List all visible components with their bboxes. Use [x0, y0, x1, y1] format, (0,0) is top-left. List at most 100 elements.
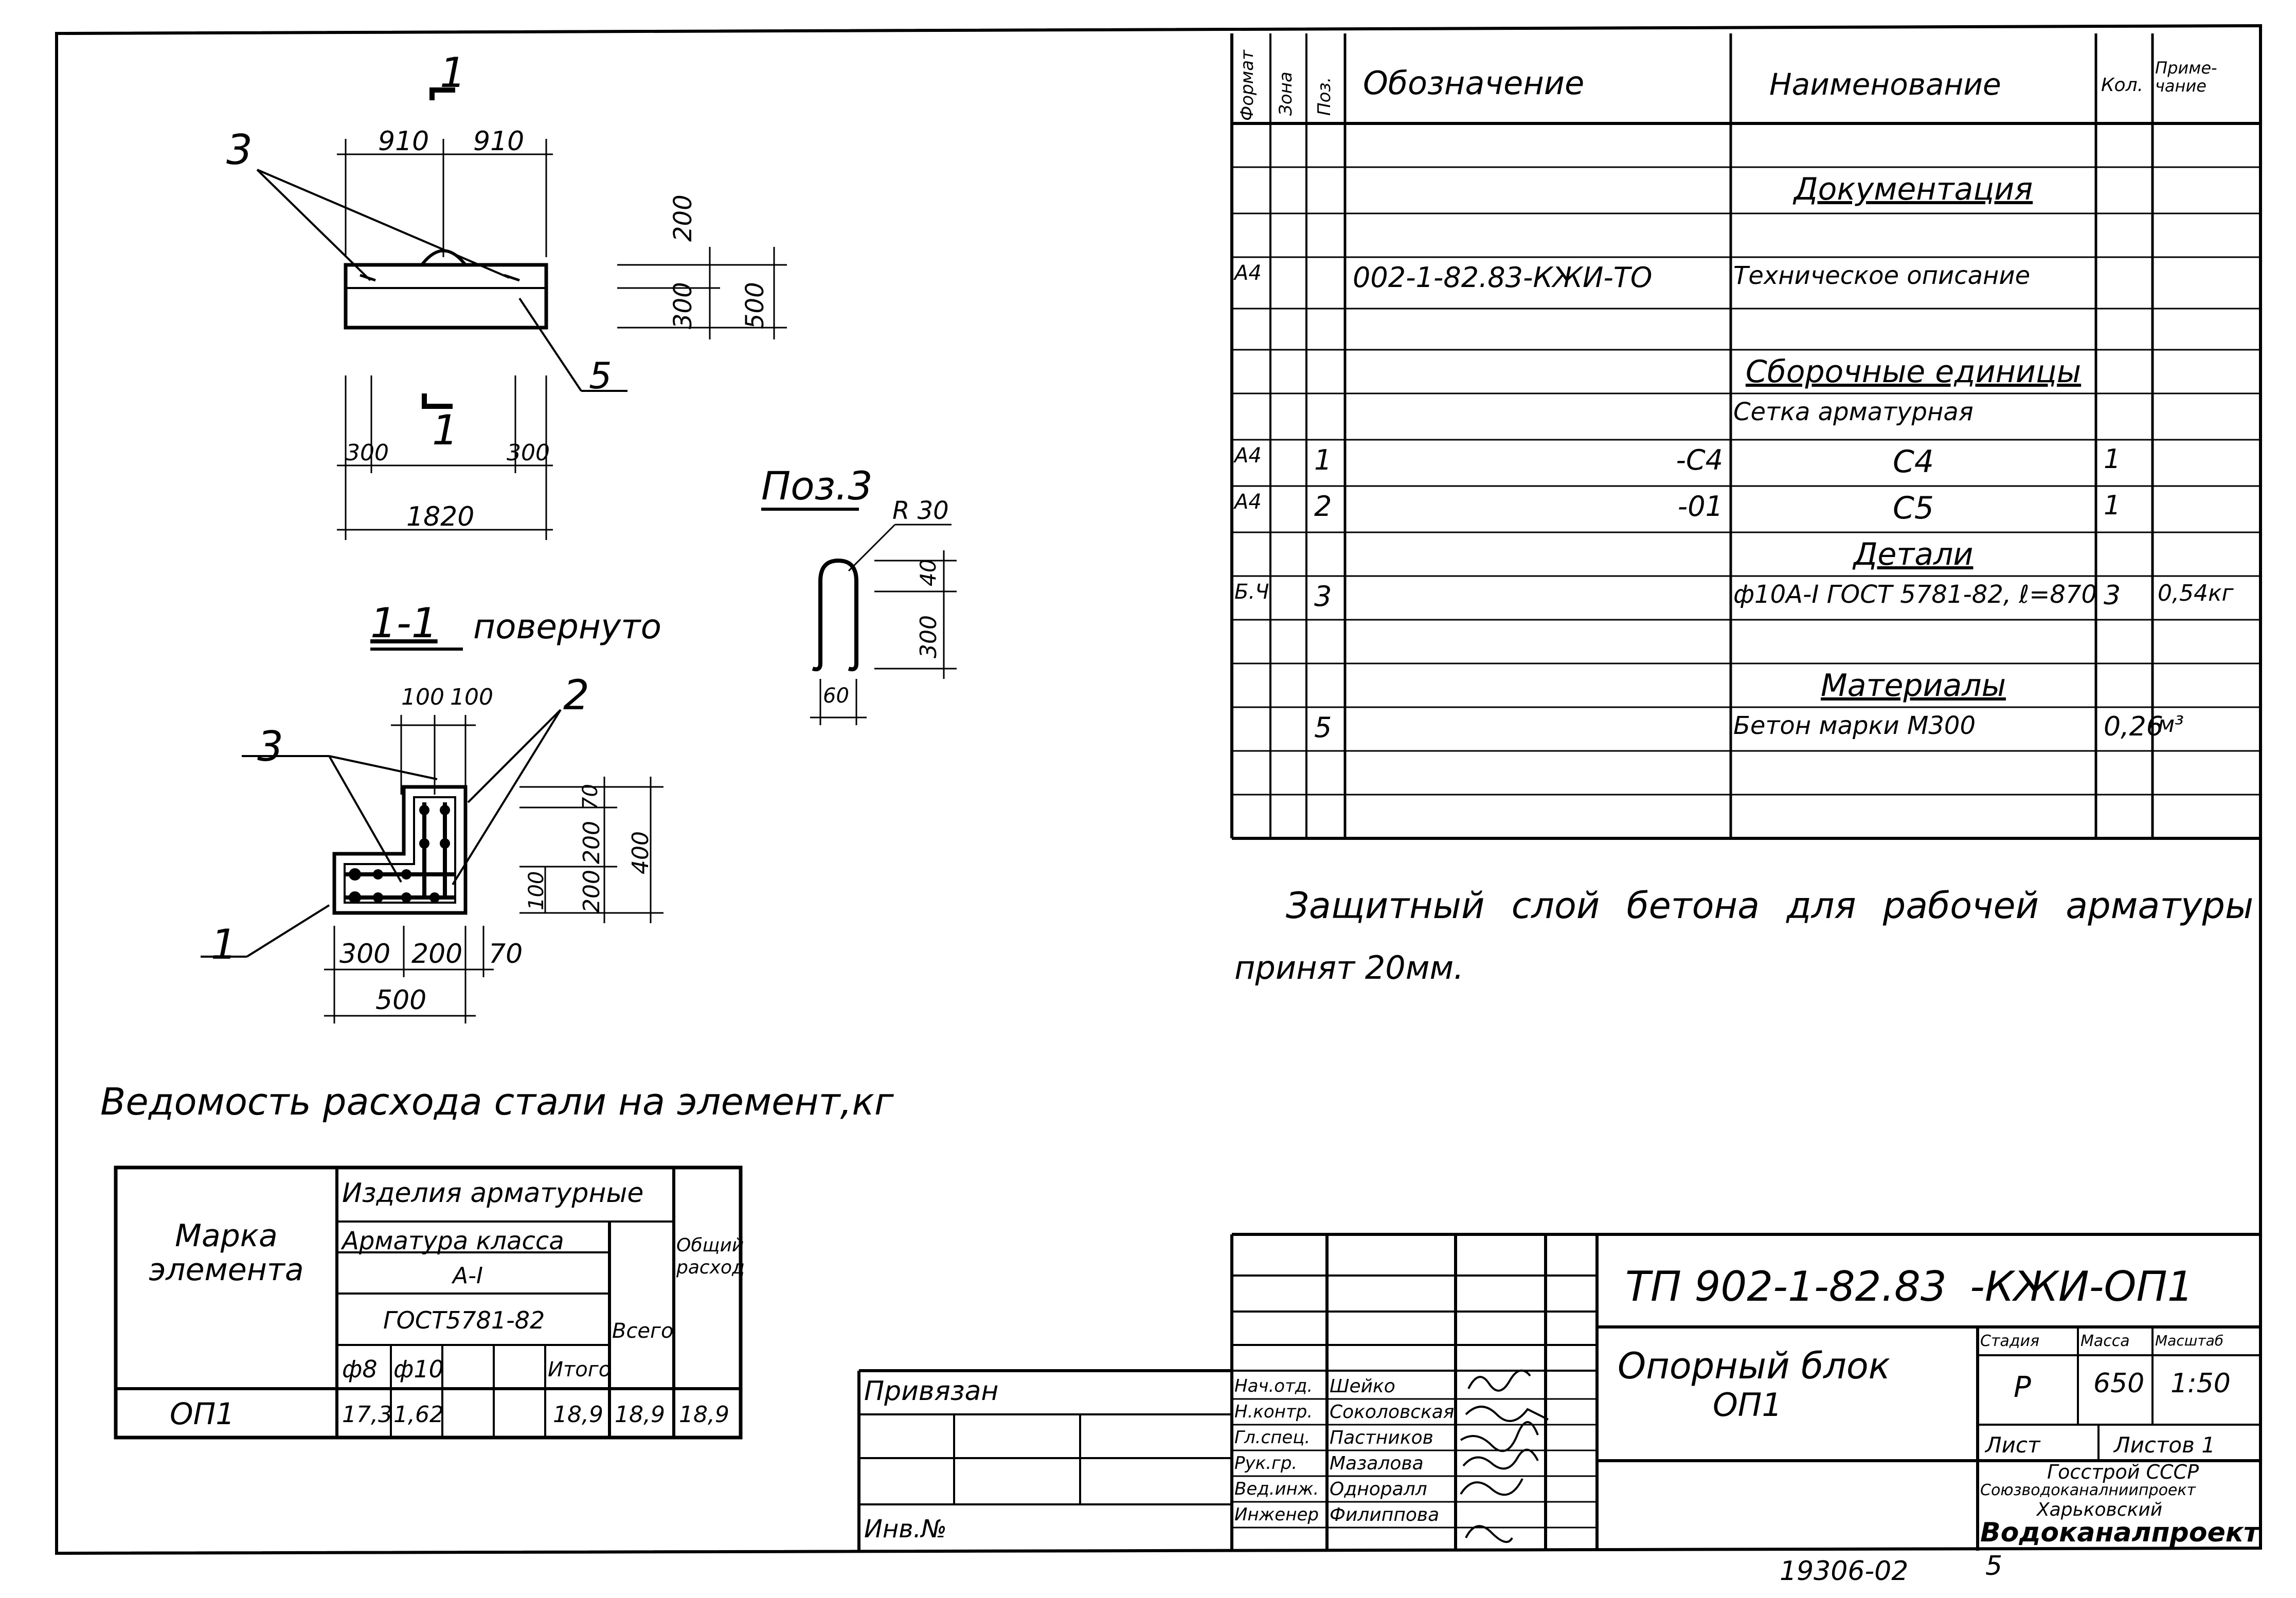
- spec-header-qty: Кол.: [2101, 75, 2144, 96]
- section-dim-r4: 100: [525, 871, 548, 910]
- plan-dim-left: 910: [378, 126, 429, 157]
- spec-cell-designation: -С4: [1676, 444, 1723, 476]
- steel-row-general: 18,9: [679, 1402, 729, 1428]
- spec-header-pos: Поз.: [1314, 77, 1335, 116]
- section-title-suffix: повернуто: [473, 607, 661, 647]
- spec-cell-pos: 2: [1314, 490, 1332, 523]
- stamp-code-suffix: -КЖИ-ОП1: [1970, 1263, 2194, 1310]
- stamp-role: Н.контр.: [1234, 1402, 1313, 1422]
- spec-cell-name: С4: [1892, 444, 1934, 480]
- spec-cell-format: А4: [1234, 490, 1262, 514]
- plan-dim-h2: 300: [669, 282, 697, 329]
- stamp-org-3: Харьковский: [2037, 1499, 2163, 1520]
- steel-col-total: Всего: [612, 1319, 674, 1343]
- section-label-3: 3: [257, 723, 283, 770]
- spec-header-zone: Зона: [1276, 71, 1296, 116]
- footer-number: 19306-02: [1780, 1556, 1909, 1587]
- stamp-name: Филиппова: [1330, 1504, 1440, 1525]
- section-title: 1-1: [370, 599, 438, 647]
- spec-cell-designation: -01: [1677, 490, 1723, 523]
- section-dim-b-total: 500: [375, 985, 427, 1016]
- section-dim-top-a: 100: [401, 684, 444, 710]
- spec-cell-qty: 3: [2104, 580, 2121, 611]
- stamp-org-4: Водоканалпроект: [1980, 1517, 2259, 1548]
- spec-cell-name: Техническое описание: [1733, 261, 2031, 290]
- section-dim-b3: 70: [489, 939, 523, 969]
- spec-cell-qty: 1: [2104, 444, 2121, 475]
- spec-cell-pos: 1: [1314, 444, 1332, 476]
- spec-header-note: Приме-чание: [2155, 58, 2217, 96]
- plan-dim-total-h: 500: [741, 282, 769, 329]
- steel-col-itogo: Итого: [548, 1358, 612, 1381]
- steel-col-d8: ф8: [342, 1355, 378, 1383]
- plan-section-mark-top: 1: [440, 49, 466, 97]
- steel-col-mark: Марка элемента: [149, 1218, 304, 1288]
- section-dim-r3: 400: [627, 831, 654, 874]
- stamp-scale-label: Масштаб: [2155, 1332, 2224, 1349]
- spec-header-format: Формат: [1237, 50, 1258, 121]
- pos3-dim-60: 60: [823, 684, 849, 708]
- plan-section-mark-bottom: 1: [432, 406, 458, 454]
- steel-col-products: Изделия арматурные: [342, 1178, 644, 1209]
- stamp-sheet-label: Лист: [1985, 1432, 2040, 1458]
- section-dim-b2: 200: [411, 939, 463, 969]
- note-line-1: Защитный слой бетона для рабочей арматур…: [1286, 885, 2254, 927]
- spec-cell-name: Сборочные единицы: [1745, 354, 2082, 390]
- spec-cell-name: Бетон марки М300: [1733, 711, 1976, 740]
- steel-row-d10: 1,62: [393, 1402, 444, 1428]
- plan-dim-total-len: 1820: [406, 501, 475, 532]
- stamp-role: Нач.отд.: [1234, 1376, 1313, 1396]
- spec-cell-pos: 5: [1314, 711, 1332, 744]
- pos3-dim-40: 40: [916, 559, 941, 586]
- steel-table-grid: [114, 1165, 743, 1440]
- stamp-mass-label: Масса: [2080, 1332, 2130, 1350]
- spec-cell-format: Б.Ч: [1234, 580, 1269, 604]
- steel-table-title: Ведомость расхода стали на элемент,кг: [100, 1080, 894, 1123]
- pos3-dim-300: 300: [916, 615, 942, 658]
- steel-row-total: 18,9: [615, 1402, 665, 1428]
- spec-cell-name: Документация: [1793, 171, 2033, 207]
- section-dim-top-b: 100: [450, 684, 493, 710]
- stamp-sheets-label: Листов 1: [2114, 1432, 2215, 1458]
- stamp-org-2: Союзводоканалниипроект: [1980, 1481, 2196, 1499]
- spec-cell-note: м³: [2158, 711, 2184, 738]
- steel-row-d8: 17,3: [342, 1402, 392, 1428]
- section-dim-b1: 300: [339, 939, 391, 969]
- pos3-radius: R 30: [892, 496, 949, 525]
- stamp-stage: Р: [2014, 1371, 2031, 1404]
- plan-dim-edge-right: 300: [507, 440, 550, 466]
- stamp-name: Шейко: [1330, 1376, 1395, 1397]
- steel-col-class-value: А-I: [453, 1263, 483, 1289]
- plan-dim-edge-left: 300: [346, 440, 389, 466]
- pos3-title: Поз.3: [761, 463, 873, 509]
- spec-cell-qty: 0,26: [2104, 711, 2163, 742]
- spec-header-name: Наименование: [1769, 67, 2001, 102]
- spec-cell-note: 0,54кг: [2158, 580, 2234, 606]
- plan-dim-h1: 200: [669, 194, 697, 242]
- stamp-title-2: ОП1: [1713, 1386, 1782, 1424]
- plan-dim-right: 910: [473, 126, 525, 157]
- stamp-scale: 1:50: [2171, 1368, 2231, 1399]
- spec-table-grid: [1230, 33, 2261, 840]
- spec-cell-name: С5: [1892, 490, 1934, 526]
- spec-cell-format: А4: [1234, 261, 1262, 285]
- stamp-inv: Инв.№: [864, 1515, 947, 1543]
- plan-block: [344, 263, 548, 330]
- spec-cell-format: А4: [1234, 444, 1262, 468]
- stamp-title-1: Опорный блок: [1618, 1345, 1890, 1387]
- stamp-name: Соколовская: [1330, 1402, 1455, 1423]
- stamp-role: Рук.гр.: [1234, 1453, 1298, 1474]
- spec-cell-name: Сетка арматурная: [1733, 398, 1974, 426]
- steel-row-mark: ОП1: [170, 1396, 235, 1431]
- stamp-org-1: Госстрой СССР: [2047, 1461, 2199, 1483]
- note-line-2: принят 20мм.: [1234, 949, 1464, 986]
- spec-cell-designation: 002-1-82.83-КЖИ-ТО: [1353, 261, 1653, 294]
- steel-col-class: Арматура класса: [342, 1227, 564, 1255]
- steel-row-itogo: 18,9: [553, 1402, 603, 1428]
- stamp-role: Вед.инж.: [1234, 1479, 1319, 1499]
- spec-cell-qty: 1: [2104, 490, 2121, 521]
- section-dim-r1: 70: [579, 784, 602, 810]
- sheet-frame: [55, 24, 2262, 1555]
- section-dim-r5: 200: [579, 870, 605, 913]
